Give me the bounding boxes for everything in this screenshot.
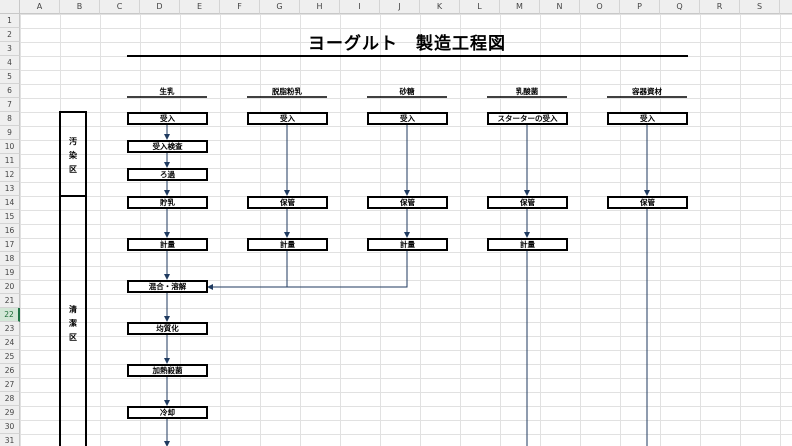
row-header-29[interactable]: 29 <box>0 406 20 420</box>
row-header-1[interactable]: 1 <box>0 14 20 28</box>
column-header-m[interactable]: M <box>500 0 540 14</box>
row-header-30[interactable]: 30 <box>0 420 20 434</box>
row-header-15[interactable]: 15 <box>0 210 20 224</box>
column-header-p[interactable]: P <box>620 0 660 14</box>
box-raw-measure[interactable]: 計量 <box>127 238 208 251</box>
column-header-o[interactable]: O <box>580 0 620 14</box>
column-header-t[interactable]: T <box>780 0 792 14</box>
box-lab-receive[interactable]: スターターの受入 <box>487 112 568 125</box>
row-header-22[interactable]: 22 <box>0 308 20 322</box>
box-skim-receive[interactable]: 受入 <box>247 112 328 125</box>
row-header-4[interactable]: 4 <box>0 56 20 70</box>
column-header-d[interactable]: D <box>140 0 180 14</box>
column-header-f[interactable]: F <box>220 0 260 14</box>
box-cool[interactable]: 冷却 <box>127 406 208 419</box>
box-cont-store[interactable]: 保管 <box>607 196 688 209</box>
row-header-6[interactable]: 6 <box>0 84 20 98</box>
row-header-2[interactable]: 2 <box>0 28 20 42</box>
row-header-11[interactable]: 11 <box>0 154 20 168</box>
box-skim-measure[interactable]: 計量 <box>247 238 328 251</box>
box-raw-filter[interactable]: ろ過 <box>127 168 208 181</box>
box-skim-store[interactable]: 保管 <box>247 196 328 209</box>
row-header-17[interactable]: 17 <box>0 238 20 252</box>
box-raw-inspect[interactable]: 受入検査 <box>127 140 208 153</box>
box-raw-receive[interactable]: 受入 <box>127 112 208 125</box>
row-header-8[interactable]: 8 <box>0 112 20 126</box>
label-raw-milk: 生乳 <box>159 87 175 96</box>
row-header-13[interactable]: 13 <box>0 182 20 196</box>
box-lab-measure[interactable]: 計量 <box>487 238 568 251</box>
column-header-b[interactable]: B <box>60 0 100 14</box>
box-cont-receive[interactable]: 受入 <box>607 112 688 125</box>
box-sugar-measure[interactable]: 計量 <box>367 238 448 251</box>
box-sterilize[interactable]: 加熱殺菌 <box>127 364 208 377</box>
zone-contaminated-char-1: 汚 <box>69 137 77 146</box>
label-skim-milk-powder: 脱脂粉乳 <box>272 87 302 96</box>
column-header-k[interactable]: K <box>420 0 460 14</box>
column-header-c[interactable]: C <box>100 0 140 14</box>
row-header-14[interactable]: 14 <box>0 196 20 210</box>
zone-contaminated-char-3: 区 <box>69 165 77 174</box>
row-header-23[interactable]: 23 <box>0 322 20 336</box>
row-header-25[interactable]: 25 <box>0 350 20 364</box>
row-header-3[interactable]: 3 <box>0 42 20 56</box>
box-sugar-receive[interactable]: 受入 <box>367 112 448 125</box>
column-header-e[interactable]: E <box>180 0 220 14</box>
row-header-5[interactable]: 5 <box>0 70 20 84</box>
sheet-title: ヨーグルト 製造工程図 <box>308 34 506 54</box>
row-header-24[interactable]: 24 <box>0 336 20 350</box>
column-header-r[interactable]: R <box>700 0 740 14</box>
row-header-21[interactable]: 21 <box>0 294 20 308</box>
row-header-20[interactable]: 20 <box>0 280 20 294</box>
column-header-s[interactable]: S <box>740 0 780 14</box>
box-mix[interactable]: 混合・溶解 <box>127 280 208 293</box>
column-header-n[interactable]: N <box>540 0 580 14</box>
box-raw-store[interactable]: 貯乳 <box>127 196 208 209</box>
column-header-i[interactable]: I <box>340 0 380 14</box>
zone-clean-char-2: 潔 <box>69 319 77 328</box>
box-lab-store[interactable]: 保管 <box>487 196 568 209</box>
label-sugar: 砂糖 <box>399 87 415 96</box>
column-header-a[interactable]: A <box>20 0 60 14</box>
column-header-q[interactable]: Q <box>660 0 700 14</box>
row-header-28[interactable]: 28 <box>0 392 20 406</box>
zone-contaminated: 汚 染 区 <box>59 111 87 197</box>
column-header-g[interactable]: G <box>260 0 300 14</box>
row-header-19[interactable]: 19 <box>0 266 20 280</box>
select-all-corner[interactable] <box>0 0 20 14</box>
label-container: 容器資材 <box>632 87 662 96</box>
column-header-h[interactable]: H <box>300 0 340 14</box>
column-header-j[interactable]: J <box>380 0 420 14</box>
row-header-12[interactable]: 12 <box>0 168 20 182</box>
row-header-18[interactable]: 18 <box>0 252 20 266</box>
row-header-31[interactable]: 31 <box>0 434 20 446</box>
zone-clean-char-1: 清 <box>69 305 77 314</box>
zone-clean-char-3: 区 <box>69 333 77 342</box>
zone-contaminated-char-2: 染 <box>69 151 77 160</box>
row-header-7[interactable]: 7 <box>0 98 20 112</box>
row-header-27[interactable]: 27 <box>0 378 20 392</box>
label-lactic-bacteria: 乳酸菌 <box>515 87 539 96</box>
box-homogenize[interactable]: 均質化 <box>127 322 208 335</box>
box-sugar-store[interactable]: 保管 <box>367 196 448 209</box>
row-header-26[interactable]: 26 <box>0 364 20 378</box>
row-header-16[interactable]: 16 <box>0 224 20 238</box>
zone-clean: 清 潔 区 <box>59 195 87 446</box>
column-header-l[interactable]: L <box>460 0 500 14</box>
row-header-10[interactable]: 10 <box>0 140 20 154</box>
row-header-9[interactable]: 9 <box>0 126 20 140</box>
